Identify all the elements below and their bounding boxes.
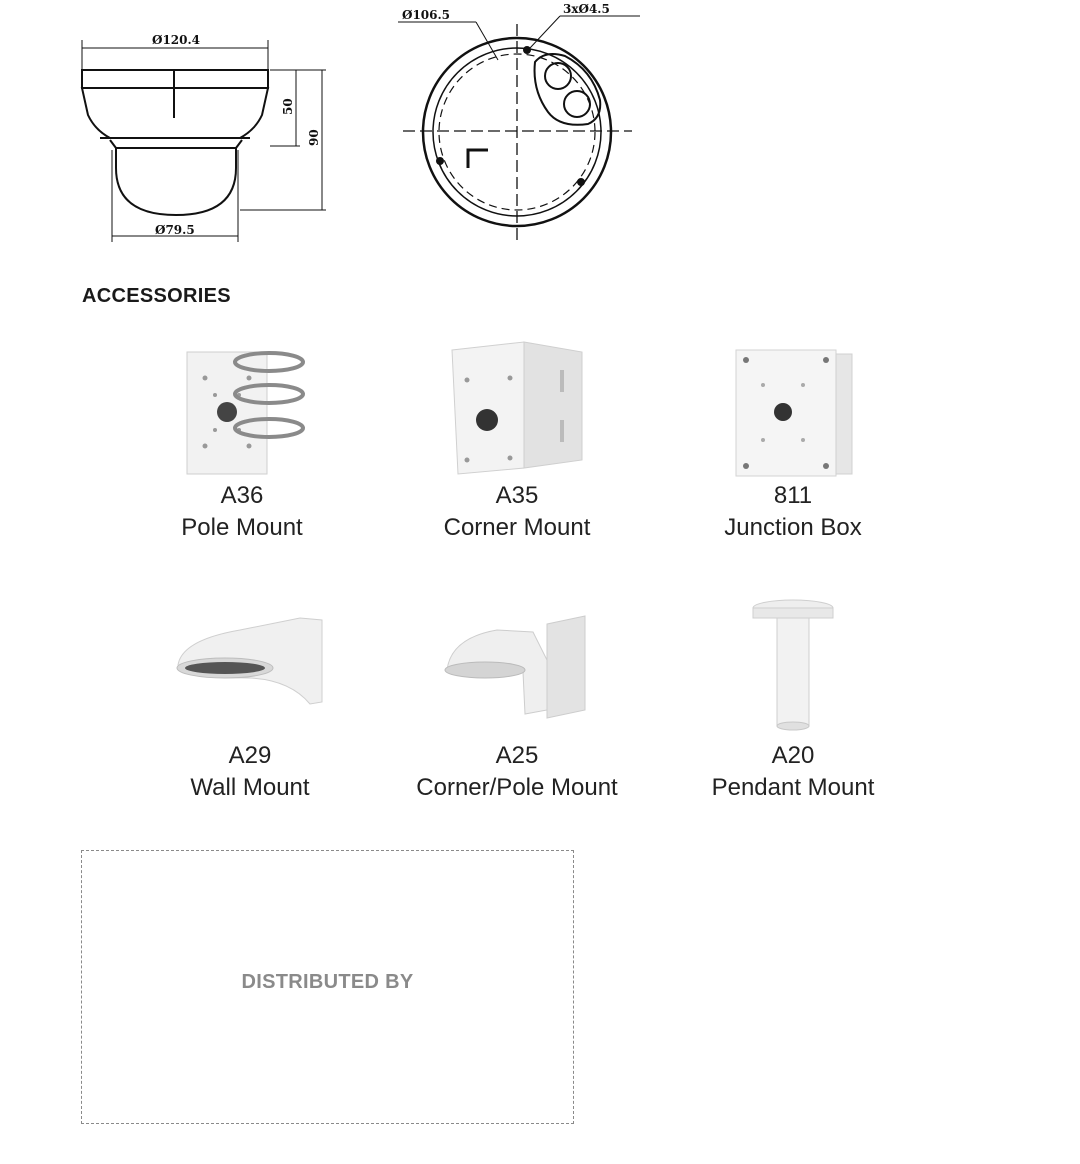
corner-pole-mount-icon xyxy=(444,615,586,719)
distributor-box: DISTRIBUTED BY xyxy=(81,850,574,1124)
corner-mount-icon xyxy=(451,341,583,475)
accessory-a29: A29 Wall Mount xyxy=(100,610,400,804)
accessory-name: Wall Mount xyxy=(190,774,310,801)
accessory-a20: A20 Pendant Mount xyxy=(643,596,943,804)
accessory-811: 811 Junction Box xyxy=(643,340,943,544)
dim-dome-diameter: Ø79.5 xyxy=(155,223,195,237)
dim-total-height: 90 xyxy=(307,129,321,146)
top-view-drawing xyxy=(398,15,640,240)
pole-mount-icon xyxy=(186,351,305,475)
accessory-name: Pole Mount xyxy=(181,514,303,541)
side-view-drawing xyxy=(80,40,326,242)
dim-hole-spec: 3xØ4.5 xyxy=(563,2,610,16)
accessory-name: Junction Box xyxy=(724,514,862,541)
dim-body-height: 50 xyxy=(281,98,295,115)
accessory-name: Corner/Pole Mount xyxy=(416,774,618,801)
accessory-name: Corner Mount xyxy=(443,514,591,541)
pendant-mount-icon xyxy=(752,599,834,731)
accessory-code: 811 xyxy=(773,482,813,509)
dimension-drawings: Ø120.4 Ø79.5 50 90 Ø106.5 3xØ4.5 xyxy=(80,2,640,242)
accessory-code: A29 xyxy=(228,742,272,769)
dim-mount-diameter: Ø106.5 xyxy=(402,8,450,22)
accessory-code: A35 xyxy=(495,482,539,509)
dim-outer-diameter: Ø120.4 xyxy=(152,33,200,47)
accessory-name: Pendant Mount xyxy=(711,774,875,801)
accessory-a25: A25 Corner/Pole Mount xyxy=(367,610,667,804)
wall-mount-icon xyxy=(176,617,323,705)
accessories-heading: ACCESSORIES xyxy=(82,285,231,307)
accessory-code: A20 xyxy=(771,742,815,769)
accessory-a36: A36 Pole Mount xyxy=(92,340,392,544)
junction-box-icon xyxy=(735,349,853,477)
distributed-by-label: DISTRIBUTED BY xyxy=(241,971,414,993)
accessory-code: A25 xyxy=(495,742,539,769)
accessory-code: A36 xyxy=(220,482,264,509)
accessory-a35: A35 Corner Mount xyxy=(367,340,667,544)
